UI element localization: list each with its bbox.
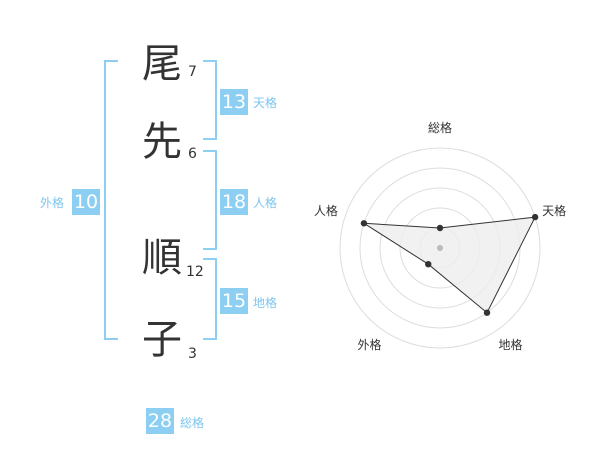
stroke-count-3: 12 [186,264,204,280]
radar-point-3 [425,260,432,268]
fortune-radar-chart: 総格 天格 地格 外格 人格 [314,120,566,352]
chikaku-value: 15 [220,288,248,314]
chikaku-bracket [203,258,217,340]
gaikaku-bracket [104,60,118,340]
radar-axis-label-soukaku: 総格 [428,120,452,135]
radar-axis-label-jinkaku: 人格 [314,203,338,218]
radar-point-4 [360,220,368,227]
name-char-2: 先 [142,119,182,165]
radar-point-2 [483,309,491,316]
gaikaku-value: 10 [72,189,100,215]
radar-data-points [360,213,539,316]
name-char-1: 尾 [142,41,182,87]
tenkaku-value: 13 [220,89,248,115]
radar-data-area [363,216,536,314]
chikaku-label: 地格 [253,296,278,310]
radar-axis-label-tenkaku: 天格 [542,203,566,218]
jinkaku-value: 18 [220,189,248,215]
name-char-3: 順 [142,235,182,281]
soukaku-value: 28 [146,408,174,434]
radar-point-1 [531,213,539,221]
stroke-count-4: 3 [188,346,197,362]
jinkaku-label: 人格 [253,196,278,210]
soukaku-label: 総格 [180,416,205,430]
radar-axis-label-gaikaku: 外格 [357,337,381,352]
radar-axis-label-chikaku: 地格 [499,337,523,352]
radar-grid-ring [339,147,541,349]
radar-center-dot [437,245,443,251]
stroke-count-2: 6 [188,146,197,162]
gaikaku-label: 外格 [40,196,65,210]
jinkaku-bracket [203,150,217,250]
radar-point-0 [436,224,444,232]
tenkaku-bracket [203,60,217,140]
name-char-4: 子 [142,317,182,363]
stroke-count-1: 7 [188,64,197,80]
tenkaku-label: 天格 [253,96,278,110]
